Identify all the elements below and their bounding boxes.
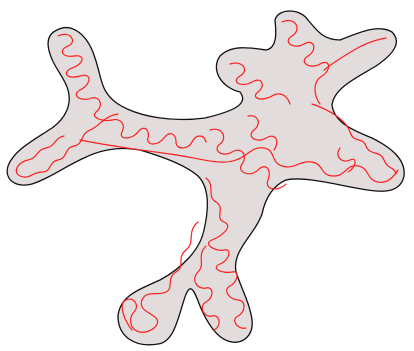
diagram-canvas bbox=[0, 0, 414, 351]
blob-figure bbox=[0, 0, 414, 351]
